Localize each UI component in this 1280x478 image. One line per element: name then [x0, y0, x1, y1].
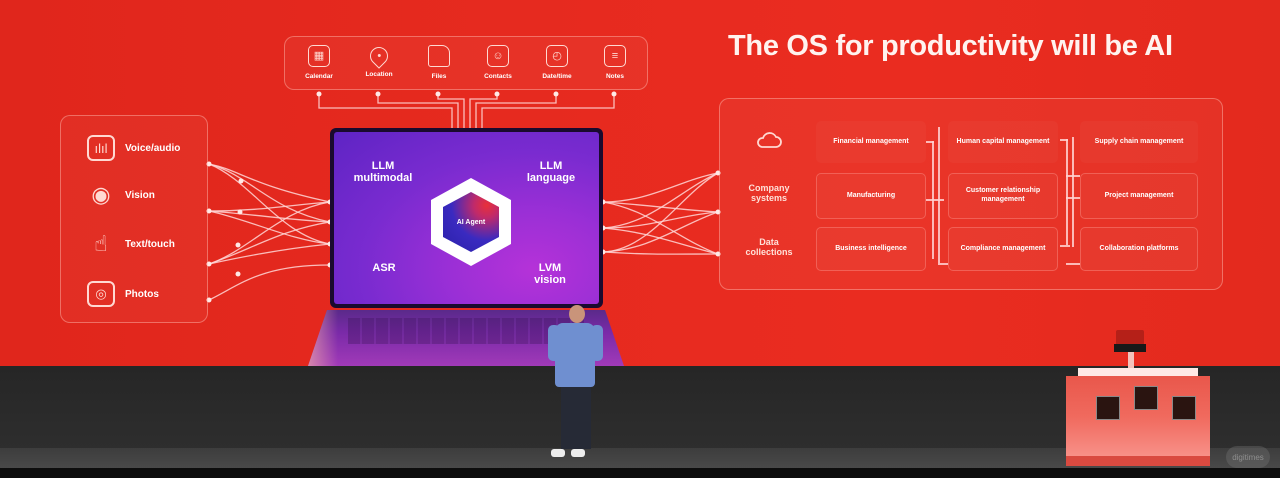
- ai-agent-label: AI Agent: [456, 218, 486, 226]
- presentation-screen: The OS for productivity will be AI ▦ Cal…: [0, 0, 1280, 366]
- inputs-panel: ılıl Voice/audio ◉ Vision ☝ Text/touch ◎…: [60, 115, 208, 323]
- outputs-panel: Company systems Data collections Financi…: [719, 98, 1223, 290]
- location-pin-icon: •: [366, 43, 392, 69]
- system-box: Supply chain management: [1080, 121, 1198, 163]
- model-llm-language: LLM language: [526, 160, 576, 185]
- notes-icon: ≡: [604, 45, 626, 67]
- podium: [1066, 330, 1210, 470]
- data-source-contacts: ☺ Contacts: [468, 45, 528, 80]
- cloud-icon: [757, 132, 782, 148]
- bracket-line: [1066, 139, 1068, 245]
- input-label: Photos: [125, 288, 159, 300]
- camera-icon: ◎: [87, 281, 115, 307]
- system-box: Project management: [1080, 173, 1198, 219]
- input-voice-audio: ılıl Voice/audio: [87, 134, 180, 162]
- data-source-location: • Location: [349, 43, 409, 78]
- podium-logo-panel: [1096, 396, 1120, 420]
- system-box: Business intelligence: [816, 227, 926, 271]
- input-photos: ◎ Photos: [87, 280, 159, 308]
- bracket-line: [938, 127, 940, 263]
- eye-icon: ◉: [91, 182, 111, 207]
- bracket-line: [1072, 137, 1074, 247]
- podium-monitor: [1116, 330, 1144, 348]
- data-source-files: Files: [409, 45, 469, 80]
- bracket-line: [1066, 263, 1080, 265]
- category-data-collections: Data collections: [745, 237, 793, 258]
- data-source-label: Date/time: [542, 73, 572, 80]
- calendar-icon: ▦: [308, 45, 330, 67]
- data-source-label: Calendar: [305, 73, 333, 80]
- system-box: Collaboration platforms: [1080, 227, 1198, 271]
- data-source-datetime: ◴ Date/time: [527, 45, 587, 80]
- laptop-display: LLM multimodal LLM language ASR LVM visi…: [334, 132, 599, 304]
- podium-logo-panel: [1172, 396, 1196, 420]
- bracket-line: [1066, 175, 1080, 177]
- input-label: Vision: [125, 189, 155, 201]
- presenter: [545, 303, 607, 463]
- data-sources-panel: ▦ Calendar • Location Files ☺ Contacts ◴…: [284, 36, 648, 90]
- data-source-notes: ≡ Notes: [585, 45, 645, 80]
- system-box: Compliance management: [948, 227, 1058, 271]
- ai-agent-hexagon: AI Agent: [431, 178, 511, 266]
- input-vision: ◉ Vision: [87, 181, 155, 209]
- system-box: Financial management: [816, 121, 926, 163]
- bracket-line: [1060, 139, 1068, 141]
- laptop-screen: LLM multimodal LLM language ASR LVM visi…: [330, 128, 603, 308]
- hand-pointer-icon: ☝: [94, 231, 108, 256]
- input-text-touch: ☝ Text/touch: [87, 230, 175, 258]
- model-llm-multimodal: LLM multimodal: [353, 160, 413, 185]
- folder-icon: [428, 45, 450, 67]
- data-source-label: Contacts: [484, 73, 512, 80]
- watermark: digitimes: [1226, 446, 1270, 468]
- data-source-label: Notes: [605, 73, 625, 80]
- slide-title: The OS for productivity will be AI: [728, 30, 1173, 62]
- clock-icon: ◴: [546, 45, 568, 67]
- input-label: Voice/audio: [125, 142, 181, 154]
- model-asr: ASR: [372, 262, 396, 274]
- data-source-label: Location: [365, 71, 393, 78]
- data-source-label: Files: [431, 73, 447, 80]
- model-lvm-vision: LVM vision: [534, 262, 566, 287]
- podium-logo-panel: [1134, 386, 1158, 410]
- audio-waveform-icon: ılıl: [87, 135, 115, 161]
- system-box: Manufacturing: [816, 173, 926, 219]
- ai-agent-core: AI Agent: [443, 192, 499, 252]
- bracket-line: [926, 199, 944, 201]
- bracket-line: [938, 263, 948, 265]
- stage-floor: [0, 448, 1280, 470]
- input-label: Text/touch: [125, 238, 175, 250]
- data-source-calendar: ▦ Calendar: [289, 45, 349, 80]
- bracket-line: [1066, 197, 1080, 199]
- system-box: Customer relationship management: [948, 173, 1058, 219]
- bracket-line: [926, 141, 934, 143]
- contacts-icon: ☺: [487, 45, 509, 67]
- category-company-systems: Company systems: [748, 183, 790, 204]
- system-box: Human capital management: [948, 121, 1058, 163]
- stage-edge: [0, 468, 1280, 478]
- laptop-keyboard-base: [308, 310, 624, 366]
- bracket-line: [1060, 245, 1070, 247]
